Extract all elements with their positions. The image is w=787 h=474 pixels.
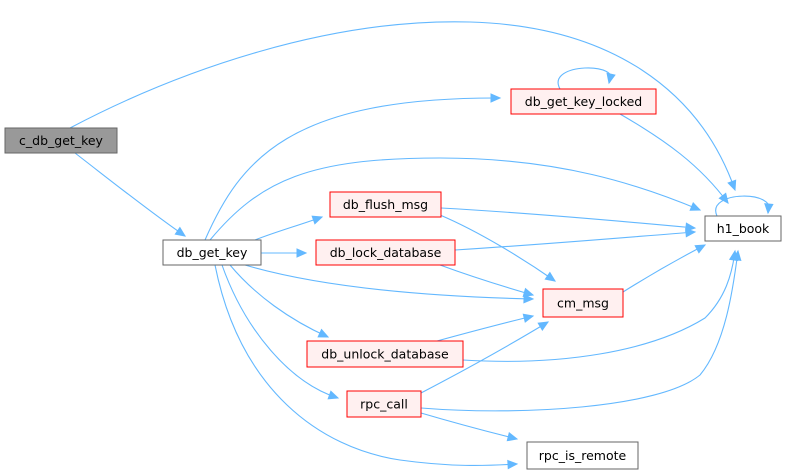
edge-arrowhead (694, 244, 707, 254)
node-label: db_lock_database (330, 245, 442, 260)
edge-arrowhead (764, 203, 774, 215)
edge-arrowhead (490, 93, 502, 103)
edge-arrowhead (506, 432, 519, 442)
node-label: c_db_get_key (19, 133, 104, 148)
node-box (306, 340, 464, 368)
edge-rpc_call-to-h1_book (420, 249, 742, 412)
node-box (346, 390, 422, 418)
nodes-layer: c_db_get_key db_get_key db_get_key_lockedd… (4, 88, 782, 470)
edge-db_get_key-to-db_lock_database (261, 248, 308, 258)
edge-db_lock_database-to-h1_book (454, 227, 697, 251)
edge-line (462, 250, 736, 362)
edge-rpc_call-to-cm_msg (420, 321, 550, 394)
edge-rpc_call-to-rpc_is_remote (420, 412, 519, 442)
edge-db_get_key_locked-to-db_get_key_locked (557, 67, 616, 90)
edge-h1_book-to-h1_book (715, 195, 774, 217)
node-h1_book[interactable]: h1_book (704, 215, 782, 242)
edge-arrowhead (523, 293, 535, 304)
edge-db_get_key-to-db_get_key_locked (204, 93, 502, 241)
node-label: db_get_key_locked (525, 94, 642, 109)
edges-layer (69, 21, 774, 470)
edge-line (229, 264, 329, 338)
edge-arrowhead (606, 72, 616, 85)
node-label: cm_msg (557, 296, 609, 311)
edge-db_flush_msg-to-h1_book (440, 207, 697, 232)
edge-db_get_key_locked-to-h1_book (619, 113, 729, 204)
node-label: db_get_key (177, 245, 248, 260)
node-box (526, 441, 639, 470)
node-box (510, 88, 657, 115)
edge-line (622, 244, 706, 293)
edge-line (619, 113, 729, 204)
edge-line (204, 97, 501, 241)
edge-arrowhead (311, 215, 324, 225)
node-box (162, 239, 262, 266)
edge-db_get_key-to-rpc_call (221, 264, 340, 400)
edge-line (439, 264, 534, 296)
node-box (542, 288, 624, 318)
node-label: rpc_call (360, 397, 408, 412)
edge-line (420, 250, 739, 412)
edge-arrowhead (537, 321, 550, 331)
node-cm_msg[interactable]: cm_msg (542, 288, 624, 318)
edge-arrowhead (317, 328, 330, 338)
edge-cm_msg-to-h1_book (622, 244, 707, 293)
node-db_get_key[interactable]: db_get_key (162, 239, 262, 266)
edge-line (209, 157, 701, 241)
node-db_unlock_database[interactable]: db_unlock_database (306, 340, 464, 368)
edge-arrowhead (685, 227, 697, 238)
edge-c_db_get_key-to-db_get_key (74, 152, 187, 237)
node-label: db_unlock_database (321, 347, 449, 362)
edge-db_lock_database-to-cm_msg (439, 264, 535, 297)
node-label: rpc_is_remote (539, 448, 627, 463)
edge-arrowhead (296, 248, 308, 258)
edge-line (254, 216, 323, 241)
edge-line (420, 321, 549, 394)
edge-c_db_get_key-to-h1_book (69, 21, 737, 192)
edge-arrowhead (732, 249, 742, 262)
edge-db_get_key-to-rpc_is_remote (214, 264, 519, 470)
edge-arrowhead (507, 459, 519, 470)
edge-db_get_key-to-db_flush_msg (254, 215, 324, 241)
edge-arrowhead (174, 226, 187, 237)
edge-db_get_key-to-cm_msg (244, 264, 535, 304)
edge-line (244, 264, 534, 300)
edge-arrowhead (689, 201, 702, 211)
node-db_flush_msg[interactable]: db_flush_msg (329, 191, 442, 218)
edge-line (420, 412, 518, 440)
node-db_lock_database[interactable]: db_lock_database (315, 239, 456, 266)
node-rpc_is_remote[interactable]: rpc_is_remote (526, 441, 639, 470)
edge-arrowhead (522, 287, 535, 297)
edge-line (440, 207, 696, 229)
edge-db_get_key-to-h1_book (209, 157, 702, 241)
node-c_db_get_key[interactable]: c_db_get_key (4, 127, 118, 154)
edge-line (69, 21, 736, 191)
node-label: db_flush_msg (343, 197, 428, 212)
node-box (315, 239, 456, 266)
edge-arrowhead (727, 179, 737, 192)
node-label: h1_book (717, 221, 770, 236)
edge-line (557, 67, 612, 90)
edge-arrowhead (522, 313, 535, 323)
node-box (4, 127, 118, 154)
node-db_get_key_locked[interactable]: db_get_key_locked (510, 88, 657, 115)
node-rpc_call[interactable]: rpc_call (346, 390, 422, 418)
edge-arrowhead (327, 390, 340, 400)
edge-arrowhead (544, 271, 557, 282)
edge-line (221, 264, 339, 399)
edge-db_get_key-to-db_unlock_database (229, 264, 330, 338)
node-box (704, 215, 782, 242)
edge-line (454, 231, 696, 251)
edge-line (214, 264, 518, 467)
edge-db_unlock_database-to-cm_msg (436, 313, 535, 342)
node-box (329, 191, 442, 218)
edge-line (74, 152, 186, 237)
edge-line (436, 315, 534, 342)
